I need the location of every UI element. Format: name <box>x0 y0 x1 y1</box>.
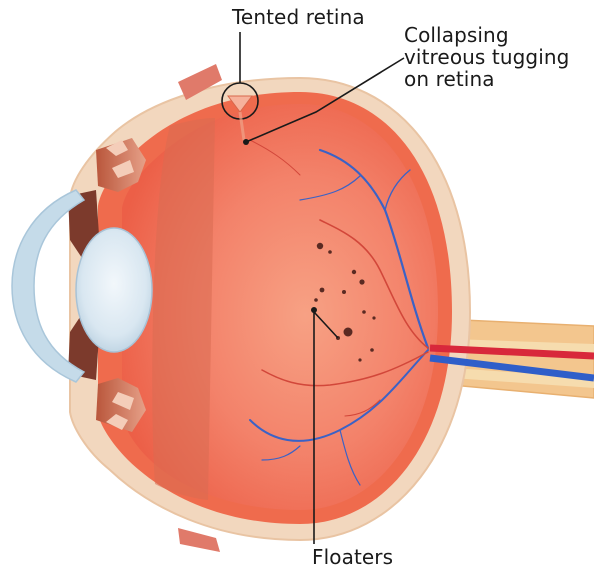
leader-dot-collapsing <box>243 139 249 145</box>
label-collapsing-line-2: vitreous tugging <box>404 46 569 68</box>
collapsing-vitreous <box>152 118 215 500</box>
label-tented-retina: Tented retina <box>232 6 365 28</box>
label-collapsing-line-3: on retina <box>404 68 569 90</box>
eyelid-bottom <box>178 528 220 552</box>
label-collapsing-vitreous: Collapsing vitreous tugging on retina <box>404 24 569 90</box>
leader-dot-floaters <box>311 307 317 313</box>
lens <box>76 228 152 352</box>
label-floaters: Floaters <box>312 546 393 568</box>
label-collapsing-line-1: Collapsing <box>404 24 569 46</box>
